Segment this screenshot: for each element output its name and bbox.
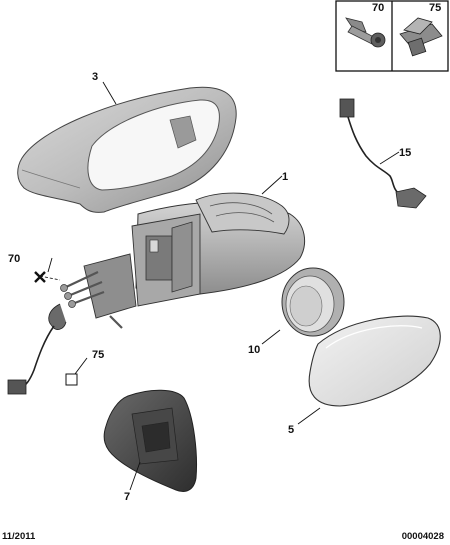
callout-1: 1	[282, 171, 288, 183]
dashed-guide	[39, 275, 61, 281]
footer-date: 11/2011	[2, 531, 36, 542]
cross-marker-icon	[34, 271, 46, 283]
callout-10: 10	[248, 344, 260, 356]
mirror-glass	[308, 315, 441, 407]
mirror-body-assembly	[60, 192, 306, 329]
leader-lines	[47, 81, 400, 491]
inset-label-right: 75	[429, 2, 442, 14]
callout-3: 3	[92, 71, 98, 83]
mirror-cable	[7, 303, 67, 395]
callout-7: 7	[124, 491, 130, 503]
mirror-cover	[17, 86, 237, 213]
bolt-icon	[345, 17, 386, 48]
callout-5: 5	[288, 424, 294, 436]
adjustment-motor-plate	[281, 267, 345, 337]
callout-70: 70	[8, 253, 20, 265]
callout-15: 15	[399, 147, 411, 159]
square-marker-icon	[65, 373, 78, 386]
wiring-harness	[339, 98, 427, 209]
footer-reference: 00004028	[401, 531, 444, 542]
mirror-base	[103, 389, 197, 492]
callout-75: 75	[92, 349, 104, 361]
clip-icon	[399, 17, 443, 57]
inset-label-left: 70	[372, 2, 385, 14]
